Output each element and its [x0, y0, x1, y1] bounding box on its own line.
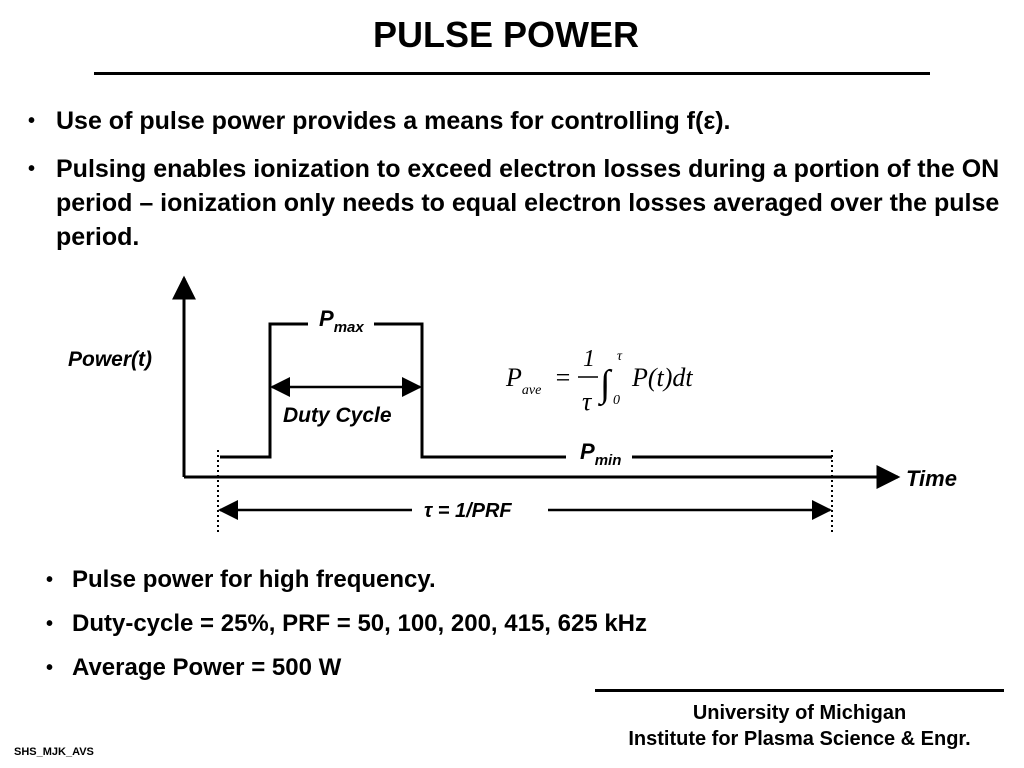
pmin-base: P: [580, 439, 595, 464]
eq-equals: =: [554, 363, 572, 392]
bullet-dot-icon: •: [28, 110, 36, 132]
footer-university: University of Michigan: [692, 702, 907, 724]
eq-integral: ∫: [598, 363, 613, 407]
title-underline: [94, 72, 930, 75]
average-power-equation: Pave = 1 τ ∫ τ 0 P(t)dt: [505, 346, 693, 416]
bullet-dot-icon: •: [46, 657, 54, 679]
pulse-diagram: Power(t) Time Pmax Pmin Duty Cycle τ = 1…: [68, 275, 957, 533]
pulse-waveform: [220, 322, 308, 459]
bullet-item: • Duty-cycle = 25%, PRF = 50, 100, 200, …: [46, 608, 946, 640]
pmin-label: Pmin: [580, 439, 621, 469]
eq-lhs-base: P: [505, 363, 522, 392]
eq-lhs: Pave: [505, 363, 541, 398]
bullet-dot-icon: •: [28, 158, 36, 180]
pmax-subscript: max: [334, 319, 365, 336]
eq-numerator: 1: [583, 346, 595, 372]
top-bullet-list: • Use of pulse power provides a means fo…: [28, 104, 1008, 268]
bullet-item: • Average Power = 500 W: [46, 652, 946, 684]
footer-rule: [595, 689, 1004, 692]
bullet-text: Duty-cycle = 25%, PRF = 50, 100, 200, 41…: [72, 610, 648, 637]
slide-code: SHS_MJK_AVS: [14, 746, 94, 758]
bullet-dot-icon: •: [46, 569, 54, 591]
y-axis-label: Power(t): [68, 348, 152, 371]
eq-upper-limit: τ: [617, 349, 623, 364]
bullet-text: Average Power = 500 W: [72, 654, 342, 681]
bullet-item: • Pulse power for high frequency.: [46, 564, 946, 596]
bottom-bullet-list: • Pulse power for high frequency. • Duty…: [46, 564, 946, 696]
x-axis-label: Time: [906, 466, 957, 491]
bullet-item: • Use of pulse power provides a means fo…: [28, 104, 1008, 138]
footer-affiliation: University of Michigan Institute for Pla…: [595, 700, 1004, 752]
bullet-dot-icon: •: [46, 613, 54, 635]
pulse-waveform-right: [374, 322, 566, 459]
eq-body: P(t)dt: [631, 363, 693, 392]
pmax-base: P: [319, 306, 334, 331]
pmax-label: Pmax: [319, 306, 364, 336]
bullet-text: Use of pulse power provides a means for …: [56, 107, 731, 135]
eq-lower-limit: 0: [613, 393, 620, 408]
eq-lhs-sub: ave: [522, 383, 541, 398]
bullet-text: Pulsing enables ionization to exceed ele…: [56, 155, 1000, 251]
period-label: τ = 1/PRF: [424, 500, 512, 522]
footer-institute: Institute for Plasma Science & Engr.: [628, 728, 971, 750]
pmin-subscript: min: [595, 452, 622, 469]
bullet-item: • Pulsing enables ionization to exceed e…: [28, 152, 1008, 254]
slide-title: PULSE POWER: [372, 14, 640, 55]
duty-cycle-label: Duty Cycle: [283, 404, 392, 427]
bullet-text: Pulse power for high frequency.: [72, 566, 436, 593]
eq-denominator: τ: [582, 387, 593, 416]
